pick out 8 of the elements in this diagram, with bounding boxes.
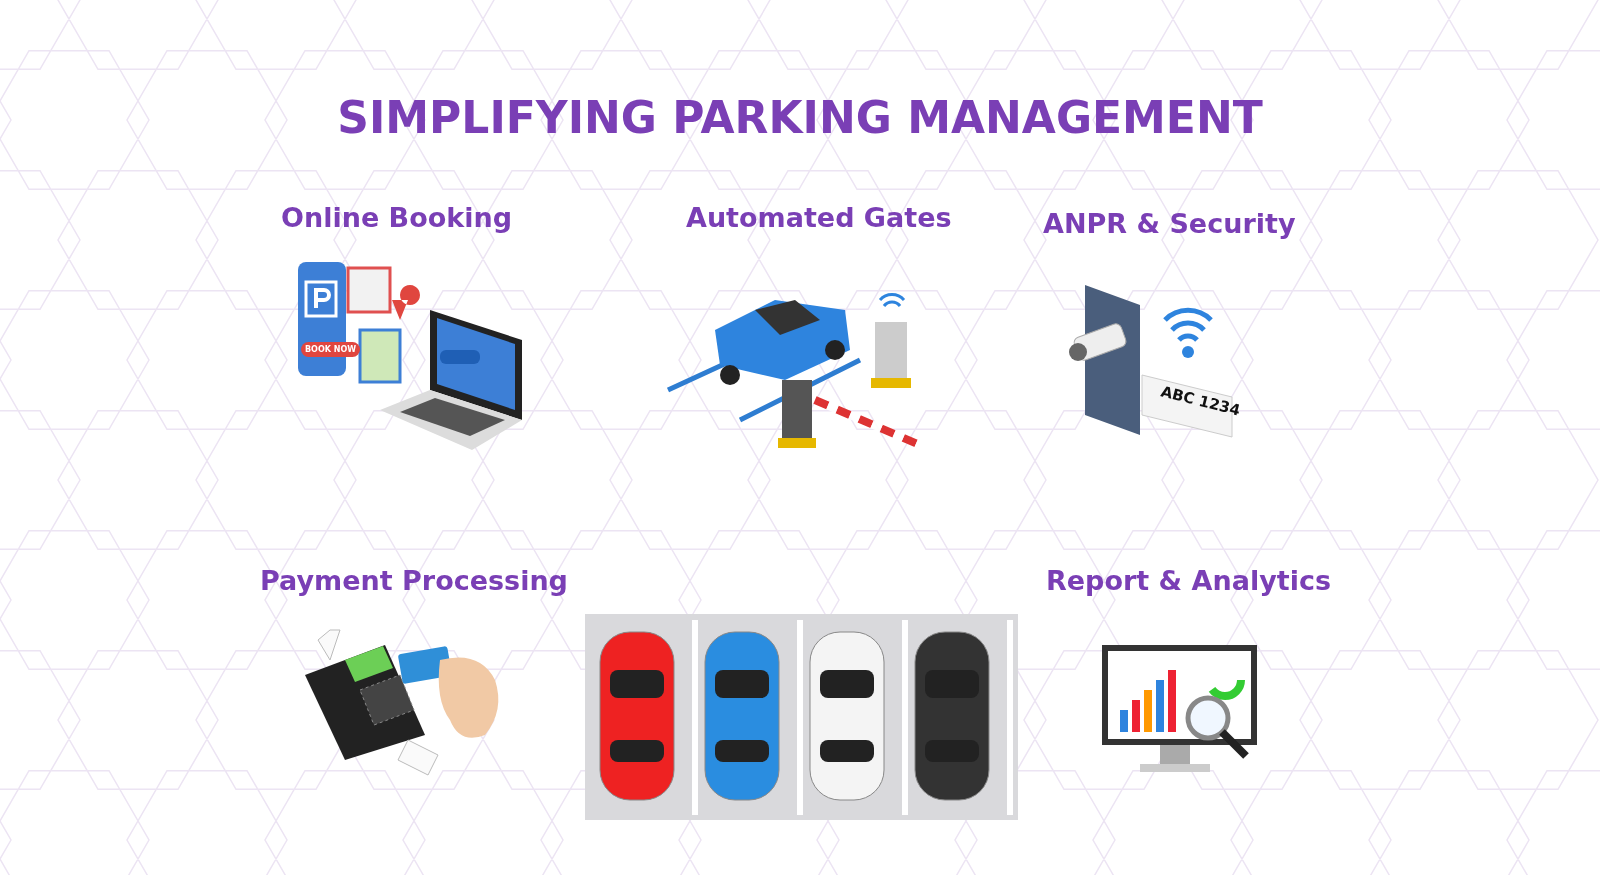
feature-heading: Payment Processing [260,565,568,596]
feature-heading: Automated Gates [686,202,952,233]
feature-heading: Online Booking [281,202,513,233]
book-now-button: BOOK NOW [301,342,360,357]
feature-heading: ANPR & Security [1043,208,1296,239]
license-plate-number: ABC 1234 [1159,382,1242,420]
title: SIMPLIFYING PARKING MANAGEMENT [336,92,1264,143]
feature-heading: Report & Analytics [1046,565,1331,596]
